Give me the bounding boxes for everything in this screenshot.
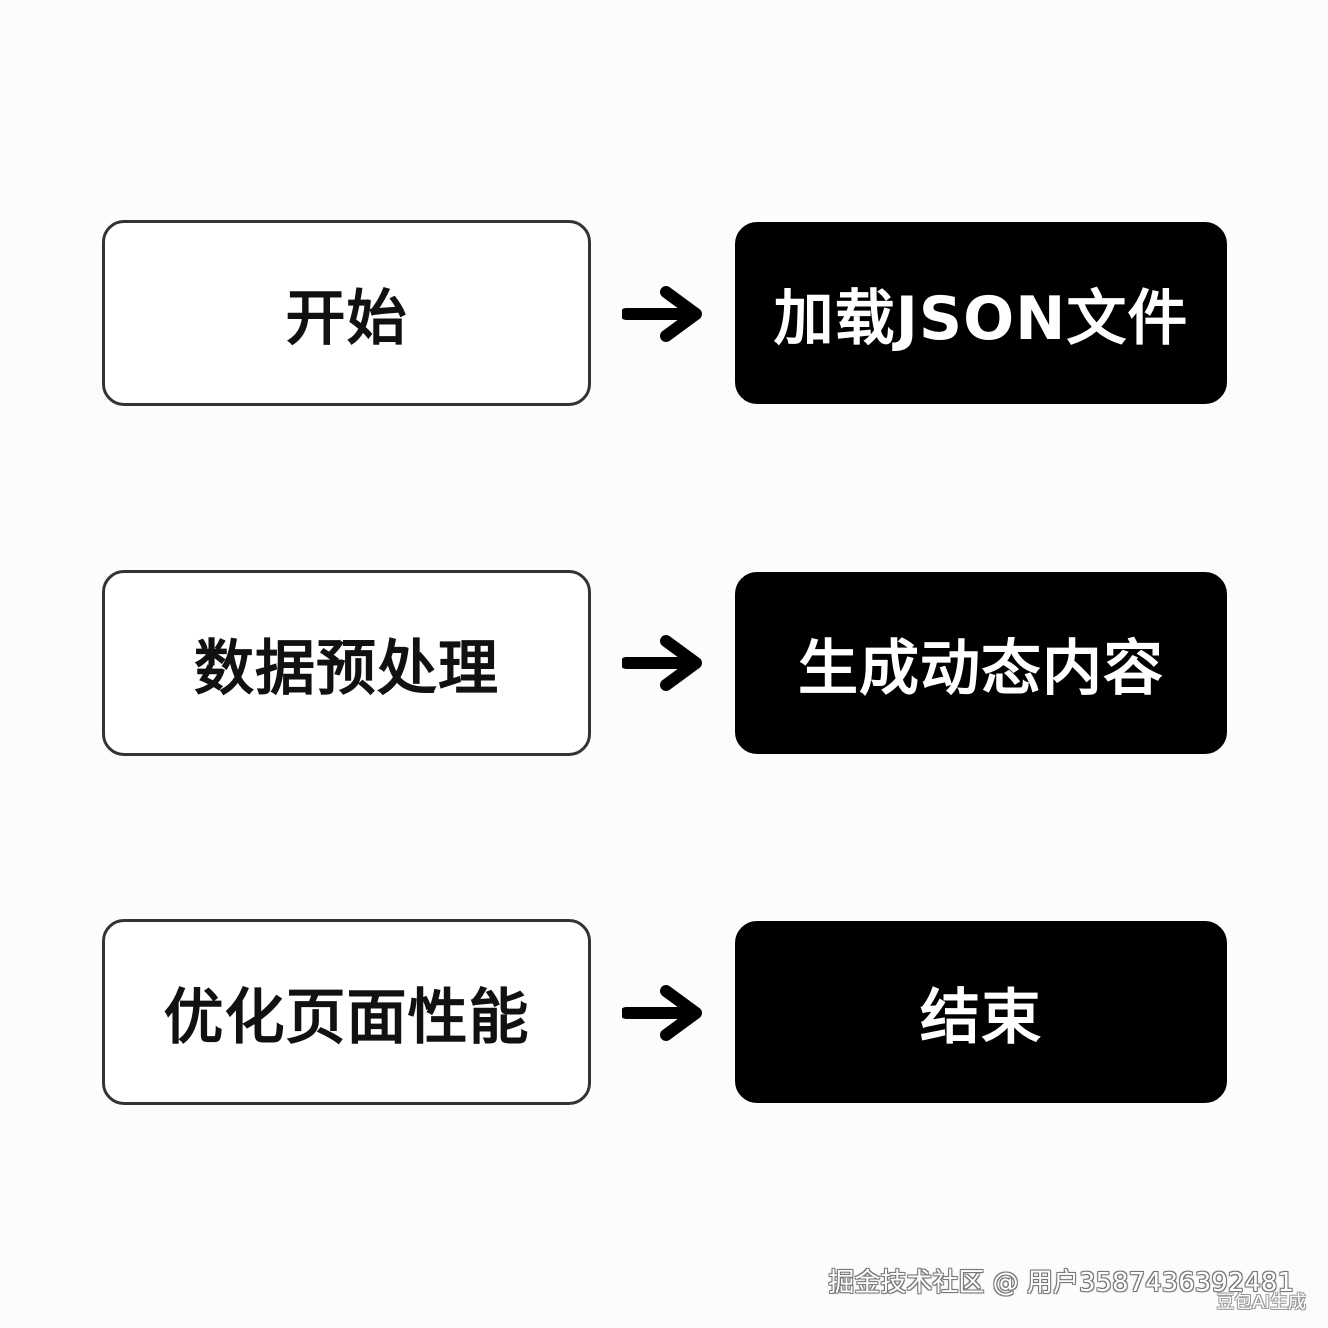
step-end: 结束: [735, 921, 1227, 1103]
step-generate-content: 生成动态内容: [735, 572, 1227, 754]
arrow-right-icon: [622, 286, 702, 342]
step-start-label: 开始: [285, 283, 408, 354]
step-end-label: 结束: [920, 982, 1042, 1053]
step-load-json-label: 加载JSON文件: [773, 283, 1189, 354]
arrow-right-icon: [622, 635, 702, 691]
step-preprocess-label: 数据预处理: [194, 633, 499, 704]
step-start: 开始: [102, 220, 591, 406]
step-preprocess: 数据预处理: [102, 570, 591, 756]
step-load-json: 加载JSON文件: [735, 222, 1227, 404]
step-optimize: 优化页面性能: [102, 919, 591, 1105]
step-generate-content-label: 生成动态内容: [798, 633, 1164, 704]
watermark-sub-text: 豆包AI生成: [1216, 1292, 1306, 1313]
arrow-right-icon: [622, 985, 702, 1041]
watermark-text: 掘金技术社区 @ 用户3587436392481: [828, 1268, 1294, 1298]
step-optimize-label: 优化页面性能: [163, 982, 530, 1053]
